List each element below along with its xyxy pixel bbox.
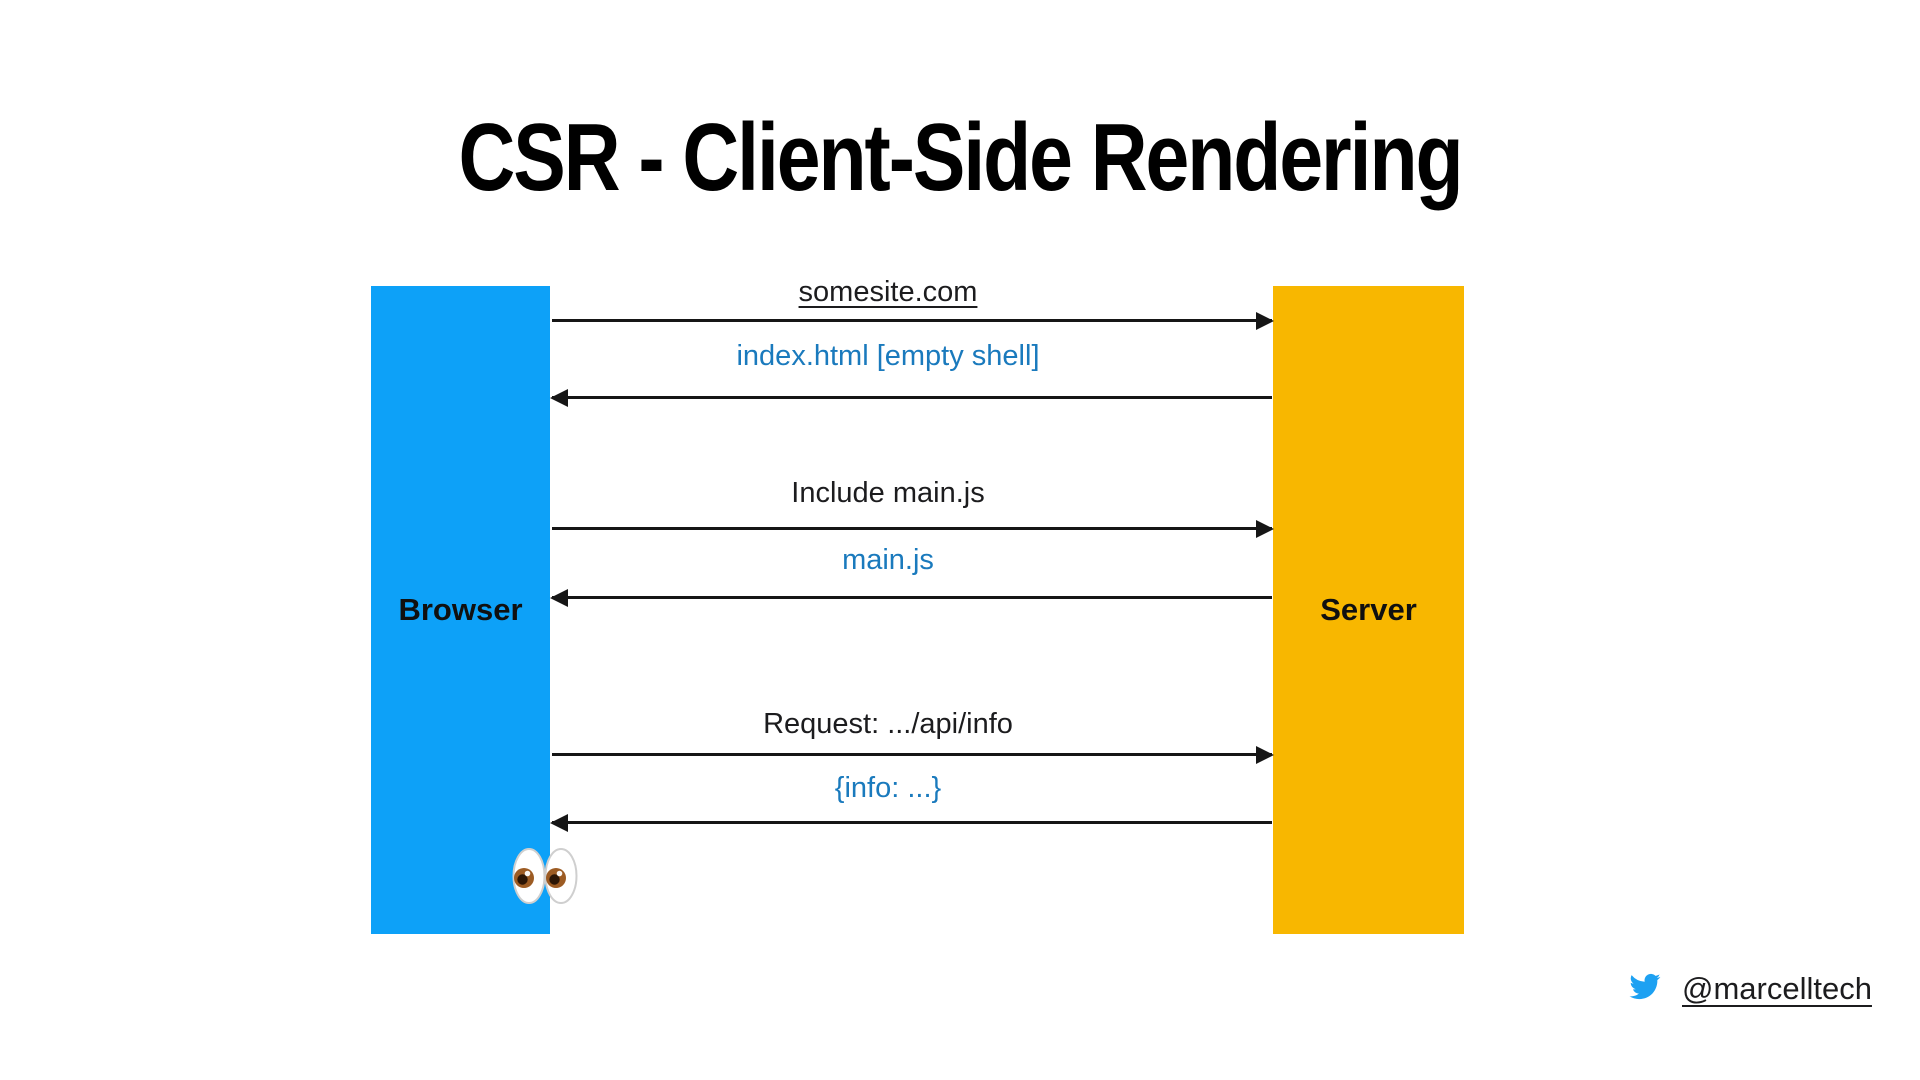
message-label: Include main.js — [791, 477, 985, 509]
message-label: main.js — [842, 544, 934, 576]
message-label: {info: ...} — [834, 772, 942, 804]
request-arrow-icon — [552, 527, 1272, 530]
message-label: Request: .../api/info — [763, 708, 1013, 740]
browser-label: Browser — [398, 592, 523, 627]
message-lane: somesite.com index.html [empty shell] In… — [552, 0, 1272, 1080]
server-actor-box: Server — [1273, 286, 1464, 934]
twitter-handle-link[interactable]: @marcelltech — [1682, 971, 1872, 1006]
message-label: index.html [empty shell] — [736, 340, 1040, 372]
message-label: somesite.com — [798, 276, 978, 308]
response-arrow-icon — [552, 821, 1272, 824]
response-arrow-icon — [552, 596, 1272, 599]
page-title: CSR - Client-Side Rendering — [458, 104, 1463, 211]
browser-actor-box: Browser — [371, 286, 550, 934]
eyes-emoji-icon — [512, 848, 578, 904]
request-arrow-icon — [552, 753, 1272, 756]
response-arrow-icon — [552, 396, 1272, 399]
request-arrow-icon — [552, 319, 1272, 322]
twitter-icon — [1626, 971, 1664, 1002]
server-label: Server — [1320, 592, 1417, 627]
